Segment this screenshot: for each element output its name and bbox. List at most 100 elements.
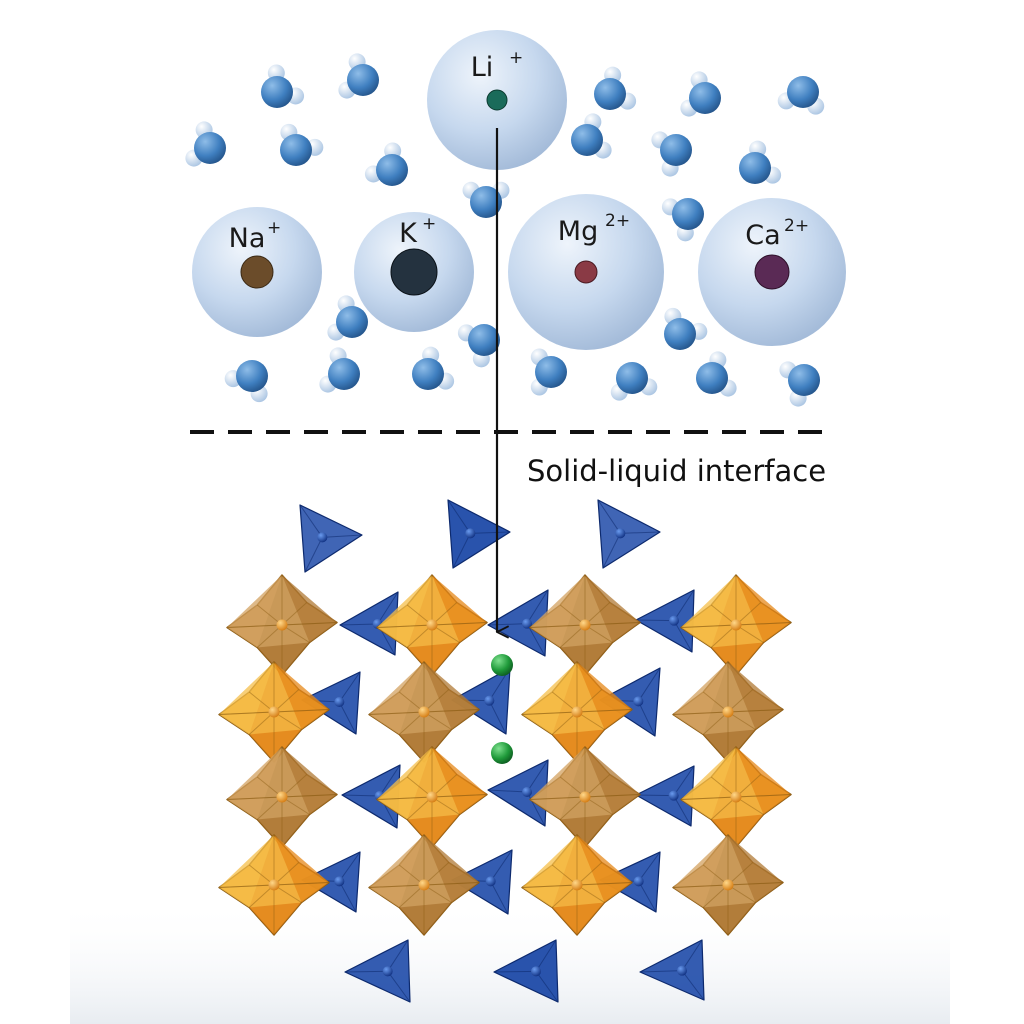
ion-mg: Mg 2+: [508, 194, 664, 350]
oxygen-atom: [672, 198, 704, 230]
tetrahedral-atom: [669, 615, 679, 626]
ion-charge: +: [509, 48, 523, 68]
octahedron: [368, 834, 480, 936]
oxygen-atom: [376, 154, 408, 186]
ion-charge: 2+: [605, 211, 630, 231]
oxygen-atom: [788, 364, 820, 396]
tetrahedral-atom: [677, 965, 687, 976]
water-molecule: [364, 142, 408, 186]
water-molecule: [457, 324, 500, 368]
lithium-site: [491, 654, 513, 676]
tetrahedral-atom: [484, 695, 495, 706]
octahedral-atom: [579, 619, 591, 631]
tetrahedral-atom: [633, 696, 644, 707]
octahedral-atom: [268, 706, 280, 718]
oxygen-atom: [468, 324, 500, 356]
water-molecules: [185, 53, 825, 407]
octahedron: [672, 834, 784, 936]
octahedral-atom: [418, 706, 430, 718]
octahedron: [680, 746, 792, 848]
octahedron: [218, 834, 330, 936]
tetrahedral-atom: [633, 876, 644, 887]
interface-label: Solid-liquid interface: [527, 454, 826, 488]
octahedron: [226, 746, 338, 848]
octahedral-atom: [571, 706, 583, 718]
octahedral-atom: [722, 706, 734, 718]
tetrahedron: [635, 589, 695, 653]
octahedron: [376, 746, 488, 848]
tetrahedral-atom: [522, 618, 532, 629]
ion-charge: +: [267, 218, 281, 238]
tetrahedral-atom: [382, 966, 393, 977]
water-molecule: [777, 76, 825, 115]
ion-symbol: K: [399, 218, 418, 249]
oxygen-atom: [347, 64, 379, 96]
octahedral-atom: [426, 619, 438, 631]
oxygen-atom: [261, 76, 293, 108]
water-molecule: [327, 295, 368, 341]
ion-symbol: Ca: [745, 220, 780, 251]
tetrahedron: [493, 939, 559, 1003]
octahedral-atom: [730, 619, 742, 631]
water-molecule: [185, 121, 226, 167]
oxygen-atom: [660, 134, 692, 166]
octahedron: [226, 574, 338, 676]
oxygen-atom: [689, 82, 721, 114]
lithium-sites: [491, 654, 513, 764]
tetrahedral-atom: [485, 876, 496, 887]
water-molecule: [661, 198, 704, 242]
ion-charge: 2+: [784, 216, 809, 236]
water-molecule: [319, 347, 360, 393]
tetrahedral-atom: [615, 528, 626, 539]
octahedral-atom: [426, 791, 438, 803]
tetrahedral-atom: [465, 528, 476, 539]
tetrahedron: [451, 849, 513, 915]
oxygen-atom: [336, 306, 368, 338]
tetrahedral-atom: [668, 790, 679, 801]
octahedral-atom: [276, 619, 288, 631]
oxygen-atom: [571, 124, 603, 156]
ion-symbol: Mg: [558, 216, 598, 247]
ion-charge: +: [422, 214, 436, 234]
oxygen-atom: [594, 78, 626, 110]
oxygen-atom: [535, 356, 567, 388]
octahedron: [368, 661, 480, 763]
oxygen-atom: [696, 362, 728, 394]
tetrahedron: [597, 499, 661, 569]
ion-ca: Ca 2+: [698, 198, 846, 346]
water-molecule: [571, 113, 612, 159]
water-molecule: [412, 346, 455, 390]
oxygen-atom: [664, 318, 696, 350]
ion-core: [486, 89, 508, 111]
water-molecule: [224, 360, 268, 403]
octahedral-atom: [730, 791, 742, 803]
oxygen-atom: [470, 186, 502, 218]
octahedron: [680, 574, 792, 676]
water-molecule: [651, 131, 692, 177]
crystal-lattice: [218, 499, 792, 1003]
octahedral-atom: [571, 879, 583, 891]
water-molecule: [664, 307, 708, 350]
tetrahedron: [451, 667, 511, 735]
water-molecule: [530, 348, 567, 396]
water-molecule: [680, 71, 721, 117]
tetrahedral-atom: [522, 787, 532, 797]
octahedron: [529, 574, 641, 676]
ion-core: [390, 248, 438, 296]
oxygen-atom: [194, 132, 226, 164]
tetrahedron: [447, 499, 511, 569]
ion-li: Li +: [427, 30, 567, 170]
octahedral-atom: [276, 791, 288, 803]
octahedron: [672, 661, 784, 763]
lithium-site: [491, 742, 513, 764]
oxygen-atom: [616, 362, 648, 394]
octahedron: [529, 746, 641, 848]
octahedron: [218, 661, 330, 763]
tetrahedron: [639, 939, 705, 1001]
octahedral-atom: [579, 791, 591, 803]
octahedron: [376, 574, 488, 676]
oxygen-atom: [787, 76, 819, 108]
ion-core: [754, 254, 790, 290]
hydrated-ions: Li + Na + K + Mg 2+ Ca 2+: [192, 30, 846, 350]
octahedral-atom: [722, 879, 734, 891]
